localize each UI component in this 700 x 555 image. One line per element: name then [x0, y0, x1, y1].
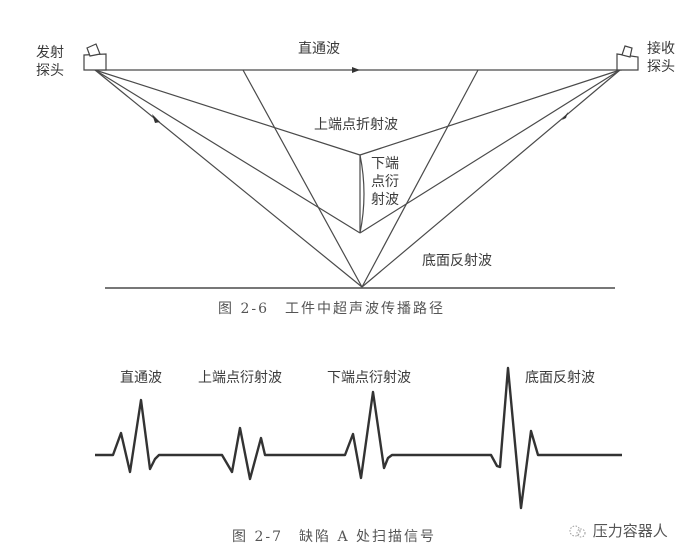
back-wall-ray-out	[361, 69, 621, 288]
signal-label-upper-tip: 上端点衍射波	[198, 370, 282, 386]
transmit-probe-icon	[83, 43, 107, 71]
receive-probe-icon	[616, 45, 639, 71]
signal-label-back-wall: 底面反射波	[525, 370, 595, 386]
lateral-wave-label: 直通波	[298, 41, 340, 57]
wechat-logo-icon	[568, 524, 588, 538]
arrow-lateral-icon	[352, 67, 360, 73]
lower-tip-ray-in	[94, 69, 361, 234]
crack-defect	[359, 154, 365, 234]
upper-tip-wave-label: 上端点折射波	[314, 117, 398, 133]
a-scan-signal	[95, 366, 622, 510]
upper-tip-ray-out	[359, 69, 621, 156]
arrow-right-ray-icon	[562, 112, 568, 120]
signal-label-lower-tip: 下端点衍射波	[327, 370, 411, 386]
back-wall-ray-in	[94, 69, 363, 288]
watermark-text: 压力容器人	[592, 522, 668, 540]
receive-probe-label: 接收探头	[647, 41, 675, 75]
lower-tip-wave-label: 下端点衍射波	[371, 156, 399, 208]
figure-2-7-caption: 图 2-7 缺陷 A 处扫描信号	[232, 529, 437, 545]
back-wall-wave-label: 底面反射波	[422, 253, 492, 269]
watermark: 压力容器人	[568, 520, 668, 541]
upper-tip-ray-in	[94, 69, 361, 156]
lower-tip-ray-out	[359, 69, 621, 234]
transmit-probe-label: 发射探头	[36, 45, 64, 79]
figure-2-6-caption: 图 2-6 工件中超声波传播路径	[218, 301, 445, 317]
diagonal-left	[242, 69, 363, 288]
signal-label-lateral: 直通波	[120, 370, 162, 386]
diagonal-right	[361, 69, 479, 288]
arrow-left-ray-icon	[152, 114, 160, 123]
